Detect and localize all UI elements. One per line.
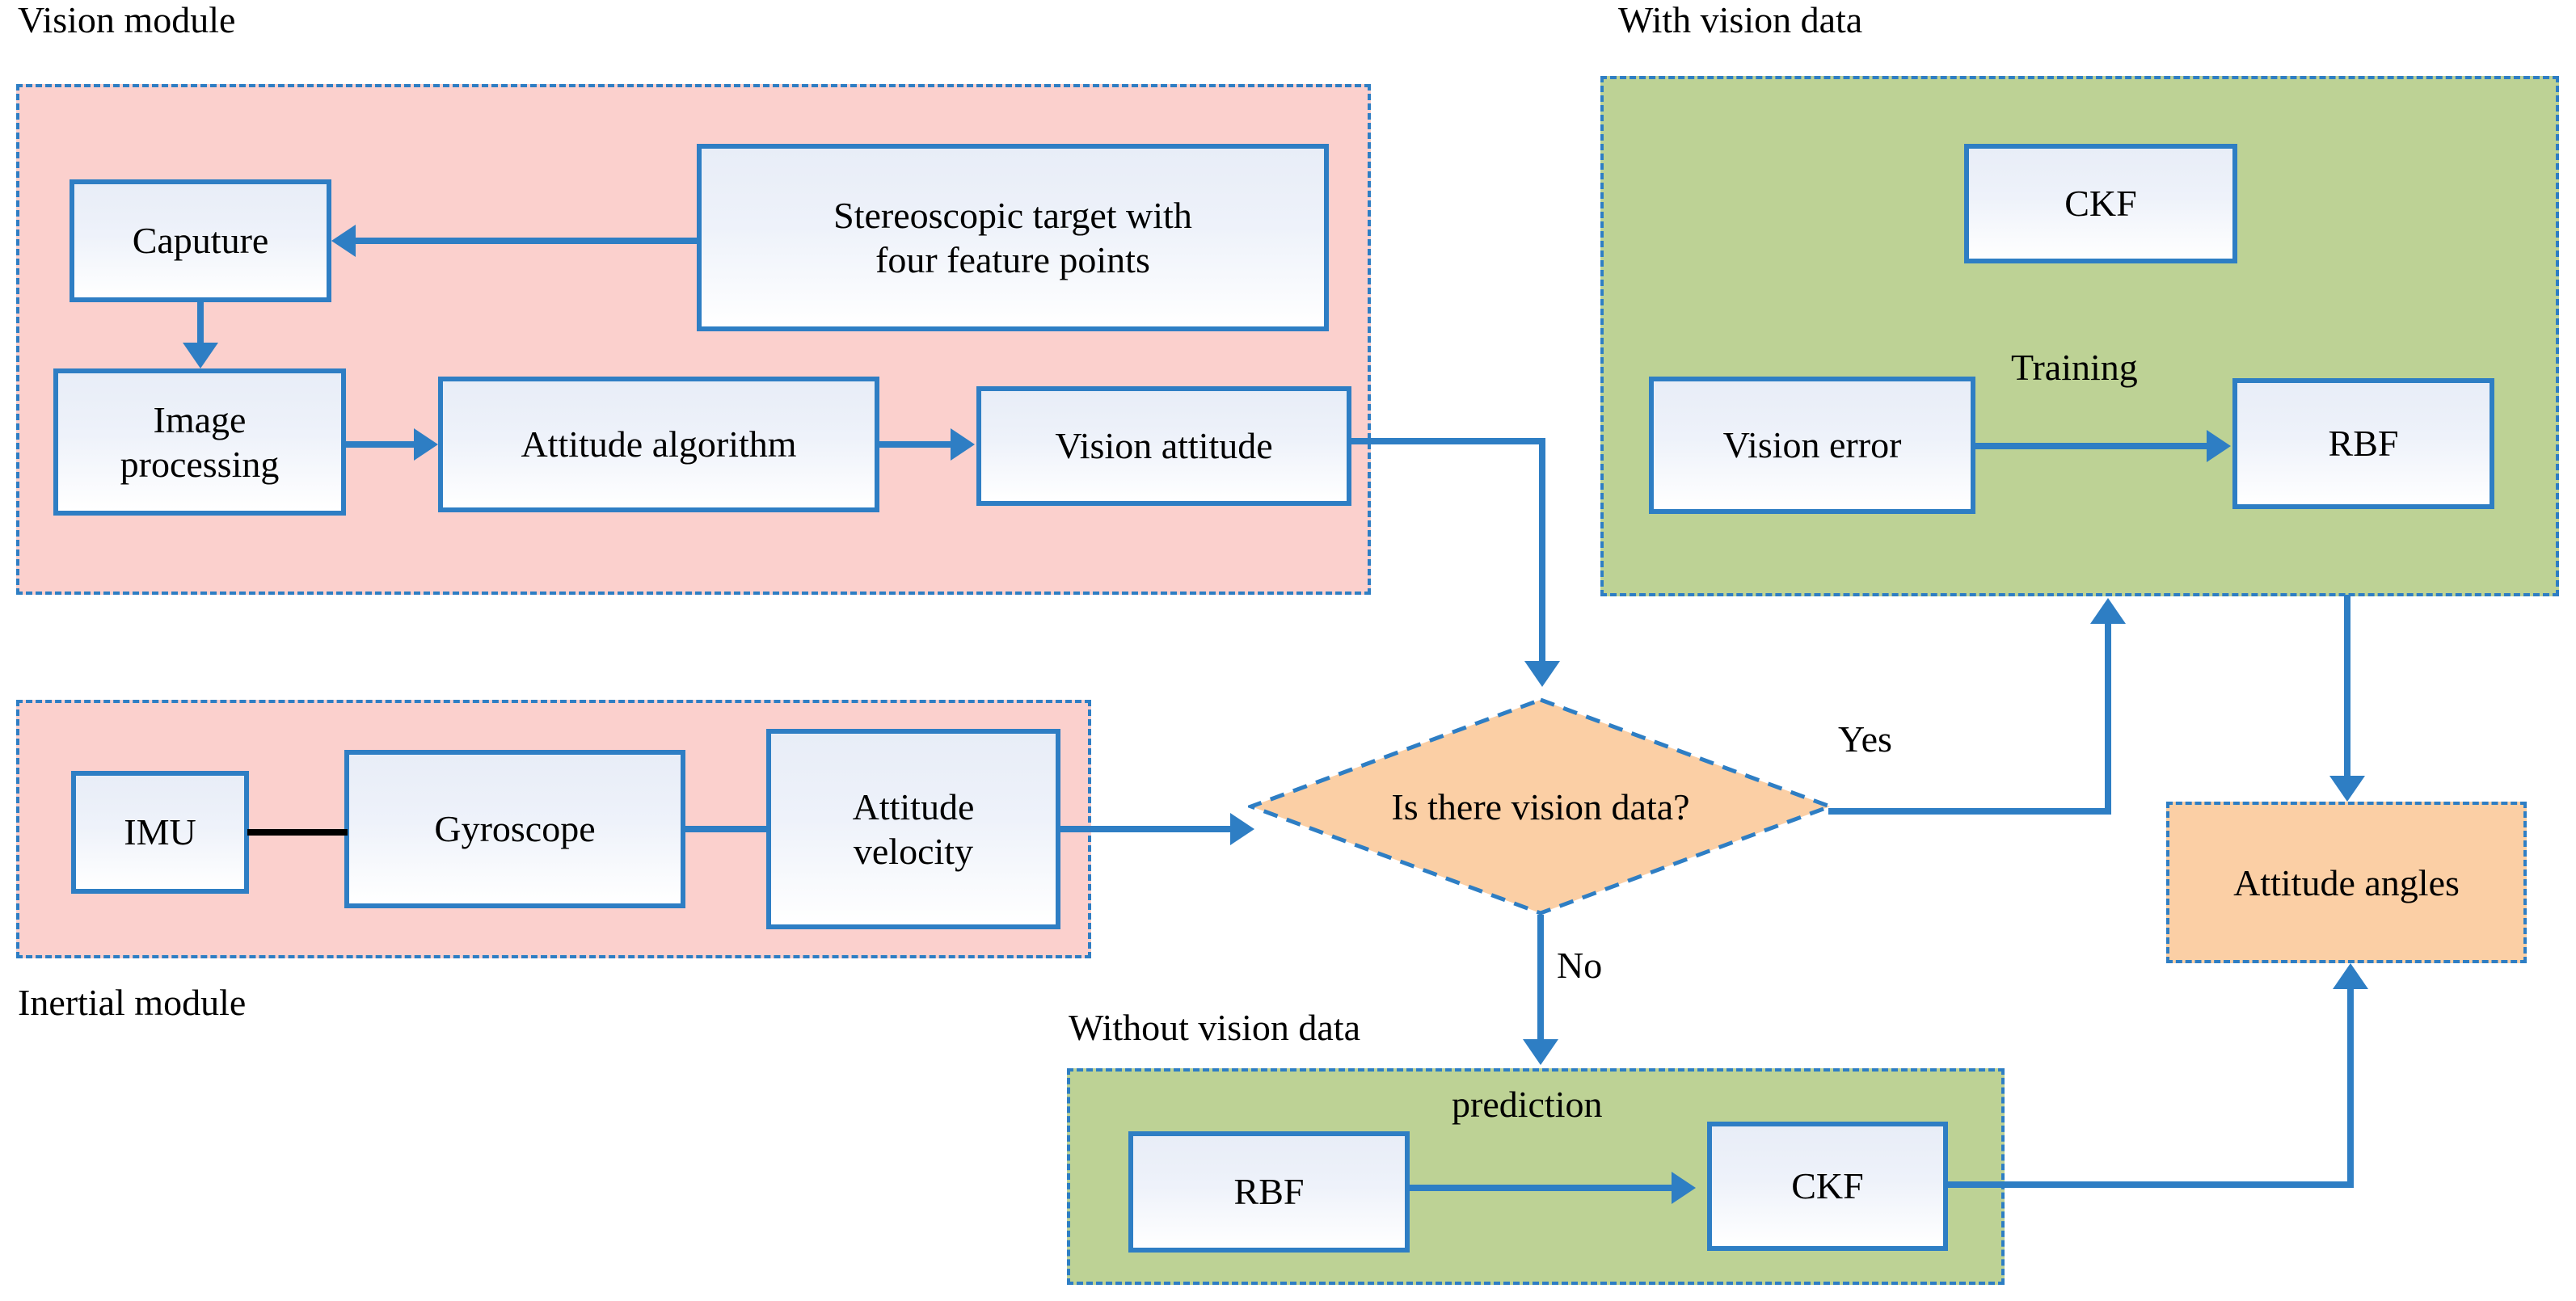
- edge-image-to-algorithm-arrowhead: [414, 428, 438, 461]
- node-stereoscopic-target[interactable]: Stereoscopic target with four feature po…: [697, 144, 1329, 331]
- edge-imu-to-gyroscope-line: [247, 829, 348, 836]
- node-rbf-top[interactable]: RBF: [2232, 378, 2494, 509]
- edge-capture-to-image-line: [197, 302, 204, 344]
- node-capture[interactable]: Caputure: [70, 179, 331, 302]
- edge-attitude-velocity-to-decision-arrowhead: [1230, 813, 1254, 845]
- edge-label-prediction: prediction: [1452, 1084, 1603, 1125]
- edge-rbf-to-ckf-line: [1408, 1185, 1673, 1191]
- edge-vision-attitude-to-decision-v: [1539, 438, 1545, 663]
- edge-yes-arrowhead: [2090, 598, 2126, 624]
- edge-label-no: No: [1557, 945, 1603, 986]
- node-image-processing[interactable]: Image processing: [53, 368, 346, 516]
- edge-label-yes: Yes: [1838, 718, 1892, 760]
- node-ckf-bottom[interactable]: CKF: [1707, 1122, 1948, 1251]
- edge-algorithm-to-vision-attitude-line: [879, 441, 952, 448]
- edge-attitude-velocity-to-decision-line: [1059, 826, 1233, 832]
- node-imu[interactable]: IMU: [71, 771, 249, 894]
- node-vision-attitude[interactable]: Vision attitude: [976, 386, 1351, 506]
- node-attitude-velocity[interactable]: Attitude velocity: [766, 729, 1060, 929]
- edge-ckf-to-attitude-angles-h: [1946, 1181, 2354, 1188]
- decision-is-there-vision-data[interactable]: Is there vision data?: [1248, 697, 1833, 916]
- edge-stereoscopic-to-capture-arrowhead: [331, 225, 356, 257]
- edge-no-arrowhead: [1523, 1039, 1558, 1065]
- edge-no-v: [1537, 915, 1544, 1041]
- edge-rbf-to-attitude-angles-v: [2344, 595, 2350, 779]
- edge-gyroscope-to-attitude-velocity-line: [684, 826, 769, 832]
- node-ckf-top[interactable]: CKF: [1964, 144, 2237, 263]
- edge-rbf-to-attitude-angles-arrowhead: [2329, 776, 2365, 802]
- edge-rbf-to-ckf-arrowhead: [1672, 1172, 1696, 1204]
- node-vision-error[interactable]: Vision error: [1649, 377, 1975, 514]
- edge-vision-error-to-rbf-line: [1974, 443, 2208, 449]
- edge-capture-to-image-arrowhead: [183, 343, 218, 368]
- caption-inertial-module: Inertial module: [18, 982, 247, 1023]
- node-gyroscope[interactable]: Gyroscope: [344, 750, 685, 908]
- decision-label: Is there vision data?: [1391, 785, 1690, 827]
- node-attitude-angles-label: Attitude angles: [2233, 861, 2460, 903]
- edge-ckf-to-attitude-angles-arrowhead: [2333, 963, 2368, 989]
- caption-with-vision-data: With vision data: [1618, 0, 1863, 40]
- edge-yes-v: [2105, 624, 2111, 811]
- node-attitude-angles[interactable]: Attitude angles: [2166, 802, 2527, 963]
- edge-stereoscopic-to-capture-line: [356, 238, 698, 244]
- edge-algorithm-to-vision-attitude-arrowhead: [951, 428, 975, 461]
- node-attitude-velocity-label: Attitude velocity: [852, 785, 975, 872]
- decision-diamond-shape: [1248, 697, 1833, 916]
- edge-vision-attitude-to-decision-arrowhead: [1524, 661, 1560, 687]
- node-stereoscopic-target-label: Stereoscopic target with four feature po…: [833, 194, 1192, 280]
- edge-ckf-to-attitude-angles-v: [2347, 989, 2354, 1185]
- edge-vision-attitude-to-decision-h: [1351, 438, 1545, 444]
- node-image-processing-label: Image processing: [120, 398, 280, 485]
- caption-without-vision-data: Without vision data: [1069, 1007, 1360, 1048]
- node-attitude-algorithm[interactable]: Attitude algorithm: [438, 377, 879, 512]
- edge-image-to-algorithm-line: [346, 441, 415, 448]
- edge-yes-h: [1828, 808, 2111, 815]
- edge-vision-error-to-rbf-arrowhead: [2207, 430, 2231, 462]
- node-rbf-bottom[interactable]: RBF: [1128, 1131, 1410, 1253]
- caption-vision-module: Vision module: [18, 0, 236, 40]
- edge-label-training: Training: [2011, 347, 2138, 388]
